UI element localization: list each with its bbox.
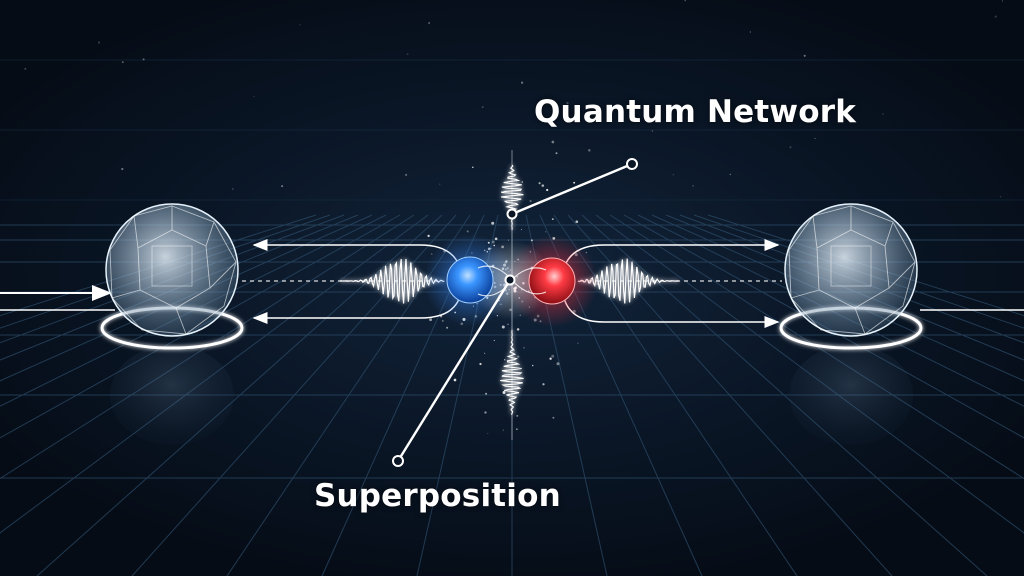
sparkle [507,323,509,326]
superposition-callout-line [396,279,512,462]
sparkle [481,106,484,109]
crystal-sphere-icon [105,203,239,337]
superposition-callout-dot [504,274,516,286]
network-callout-dot [506,208,518,220]
sparkle [542,383,545,386]
sparkle [516,414,519,417]
sparkle [803,54,806,57]
sparkle [523,346,525,349]
sparkle [504,359,506,361]
red-qubit-icon [528,257,576,305]
sparkle [1001,0,1004,2]
sparkle [729,173,732,176]
sparkle [484,352,486,354]
sparkle [491,221,495,225]
sparkle [299,24,301,26]
sparkle [446,326,449,329]
sparkle [427,234,430,238]
sparkle [517,355,520,358]
sparkle [501,325,505,329]
sparkle [566,101,569,105]
sparkle [551,218,554,220]
sparkle [789,146,792,149]
waveform-path [500,330,524,415]
sparkle [479,362,482,366]
sparkle [882,113,884,115]
sparkle [521,181,524,183]
sparkle [588,149,591,152]
sparkle [121,61,124,63]
sparkle [441,319,444,322]
sparkle [520,81,524,84]
sparkle [405,173,408,176]
sparkle [549,357,552,360]
sparkle [749,31,752,33]
right-node [779,203,923,350]
right-node-reflection [789,345,913,445]
sparkle [814,137,816,140]
sparkle [501,191,503,193]
sparkle [538,182,541,185]
sparkle [672,174,674,176]
sparkle [97,41,101,44]
sparkle [439,183,441,185]
sparkle [516,328,520,331]
sparkle [545,231,547,233]
sparkle [484,411,487,414]
background-grid [0,59,1024,201]
sparkle [556,362,560,366]
sparkle [494,237,498,241]
sparkle [651,130,653,132]
sparkle [555,152,558,155]
sparkle [493,339,495,342]
sparkle [994,15,997,18]
sparkle [520,228,523,231]
sparkle [472,166,474,169]
sparkle [281,185,284,188]
sparkle [253,96,255,98]
sparkle [999,195,1002,198]
sparkle [121,167,124,171]
sparkle [551,140,555,144]
network-callout-end [626,158,638,170]
sparkle [502,429,504,431]
network-callout-line [511,162,633,216]
crystal-sphere-icon [784,203,918,337]
left-node-reflection [110,345,234,445]
superposition-callout-end [392,455,404,467]
left-node [100,203,244,350]
sparkle [428,22,431,24]
sparkle [429,318,433,322]
sparkle [552,416,555,419]
sparkle [531,364,534,367]
sparkle [485,392,488,395]
sparkle [546,188,549,192]
sparkle [510,342,512,344]
sparkle [541,184,545,187]
sparkle [487,432,489,435]
sparkle [573,181,576,184]
sparkle [684,0,686,2]
sparkle [142,58,145,61]
sparkle [529,200,532,203]
sparkle [502,391,506,394]
superposition-label: Superposition [314,478,561,514]
sparkle [577,342,579,344]
sparkle [232,188,234,190]
sparkle [575,220,579,224]
sparkle [516,428,518,430]
sparkle [692,185,694,187]
sparkle [466,230,469,233]
sparkle [24,67,27,70]
quantum-network-label: Quantum Network [534,94,857,130]
sparkle [512,349,515,352]
sparkle [453,378,457,382]
sparkle [551,354,555,358]
sparkle [406,53,409,56]
blue-qubit-icon [446,256,494,304]
